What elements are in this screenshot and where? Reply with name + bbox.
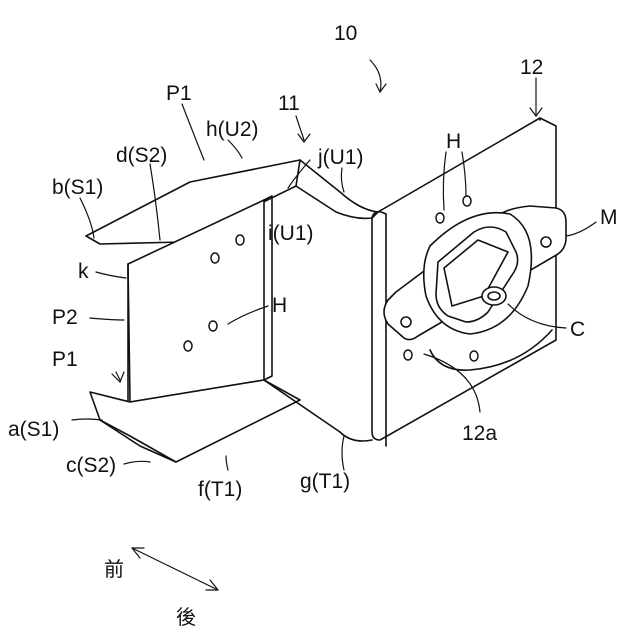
label-edge-d: d(S2) xyxy=(116,144,167,167)
bottom-flange-P1 xyxy=(90,380,300,462)
label-assembly: 10 xyxy=(334,22,357,45)
web-hole xyxy=(236,235,244,245)
label-web: P2 xyxy=(52,306,78,329)
direction-arrow xyxy=(132,548,218,590)
label-edge-h: h(U2) xyxy=(206,118,259,141)
label-hole-web: H xyxy=(272,294,287,317)
direction-indicator xyxy=(132,548,218,590)
web-hole xyxy=(209,321,217,331)
label-edge-g: g(T1) xyxy=(300,470,350,493)
label-motor: M xyxy=(600,206,618,229)
label-edge-f: f(T1) xyxy=(198,478,242,501)
label-front: 前 xyxy=(104,557,124,581)
label-opening: 12a xyxy=(462,422,497,445)
label-rear: 後 xyxy=(176,605,196,629)
motor-tab-hole xyxy=(401,317,411,327)
label-edge-k: k xyxy=(78,260,89,283)
plate-hole xyxy=(404,350,412,360)
web-hole xyxy=(184,341,192,351)
bracket-11 xyxy=(86,160,378,462)
label-edge-b: b(S1) xyxy=(52,176,103,199)
plate-hole xyxy=(436,213,444,223)
label-flange-bottom: P1 xyxy=(52,348,78,371)
label-edge-j: j(U1) xyxy=(317,146,364,169)
label-edge-a: a(S1) xyxy=(8,418,59,441)
motor-tab-hole xyxy=(541,237,551,247)
label-flange-top: P1 xyxy=(166,82,192,105)
label-edge-c: c(S2) xyxy=(66,454,116,477)
plate-hole xyxy=(463,196,471,206)
web-hole xyxy=(211,253,219,263)
label-plate: 12 xyxy=(520,56,543,79)
label-shaft: C xyxy=(570,318,585,341)
label-hole-plate: H xyxy=(446,130,461,153)
plate-hole xyxy=(470,351,478,361)
label-bracket: 11 xyxy=(278,92,300,115)
shaft-C xyxy=(482,287,506,305)
label-edge-i: i(U1) xyxy=(268,222,314,245)
